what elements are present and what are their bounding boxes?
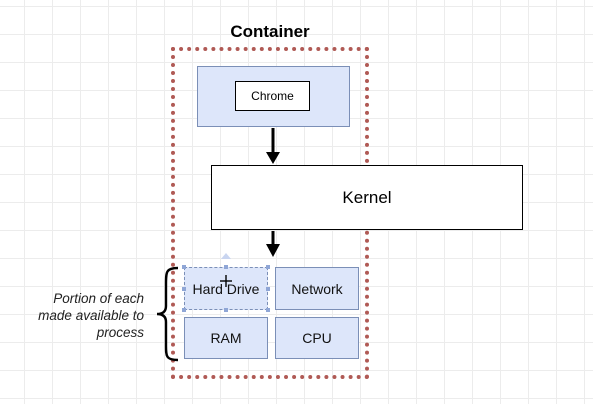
brace-icon [156, 266, 179, 362]
ram-box[interactable]: RAM [184, 317, 268, 359]
arrow-chrome-to-kernel [266, 128, 280, 164]
kernel-box[interactable]: Kernel [211, 165, 523, 230]
network-box[interactable]: Network [275, 267, 359, 310]
chrome-label-box[interactable]: Chrome [235, 81, 310, 111]
side-note: Portion of each made available to proces… [38, 291, 144, 340]
cpu-box[interactable]: CPU [275, 317, 359, 359]
selection-handles[interactable] [182, 253, 270, 312]
move-cursor-icon [220, 275, 232, 287]
arrow-kernel-to-resources [266, 231, 280, 257]
container-title: Container [230, 22, 310, 41]
